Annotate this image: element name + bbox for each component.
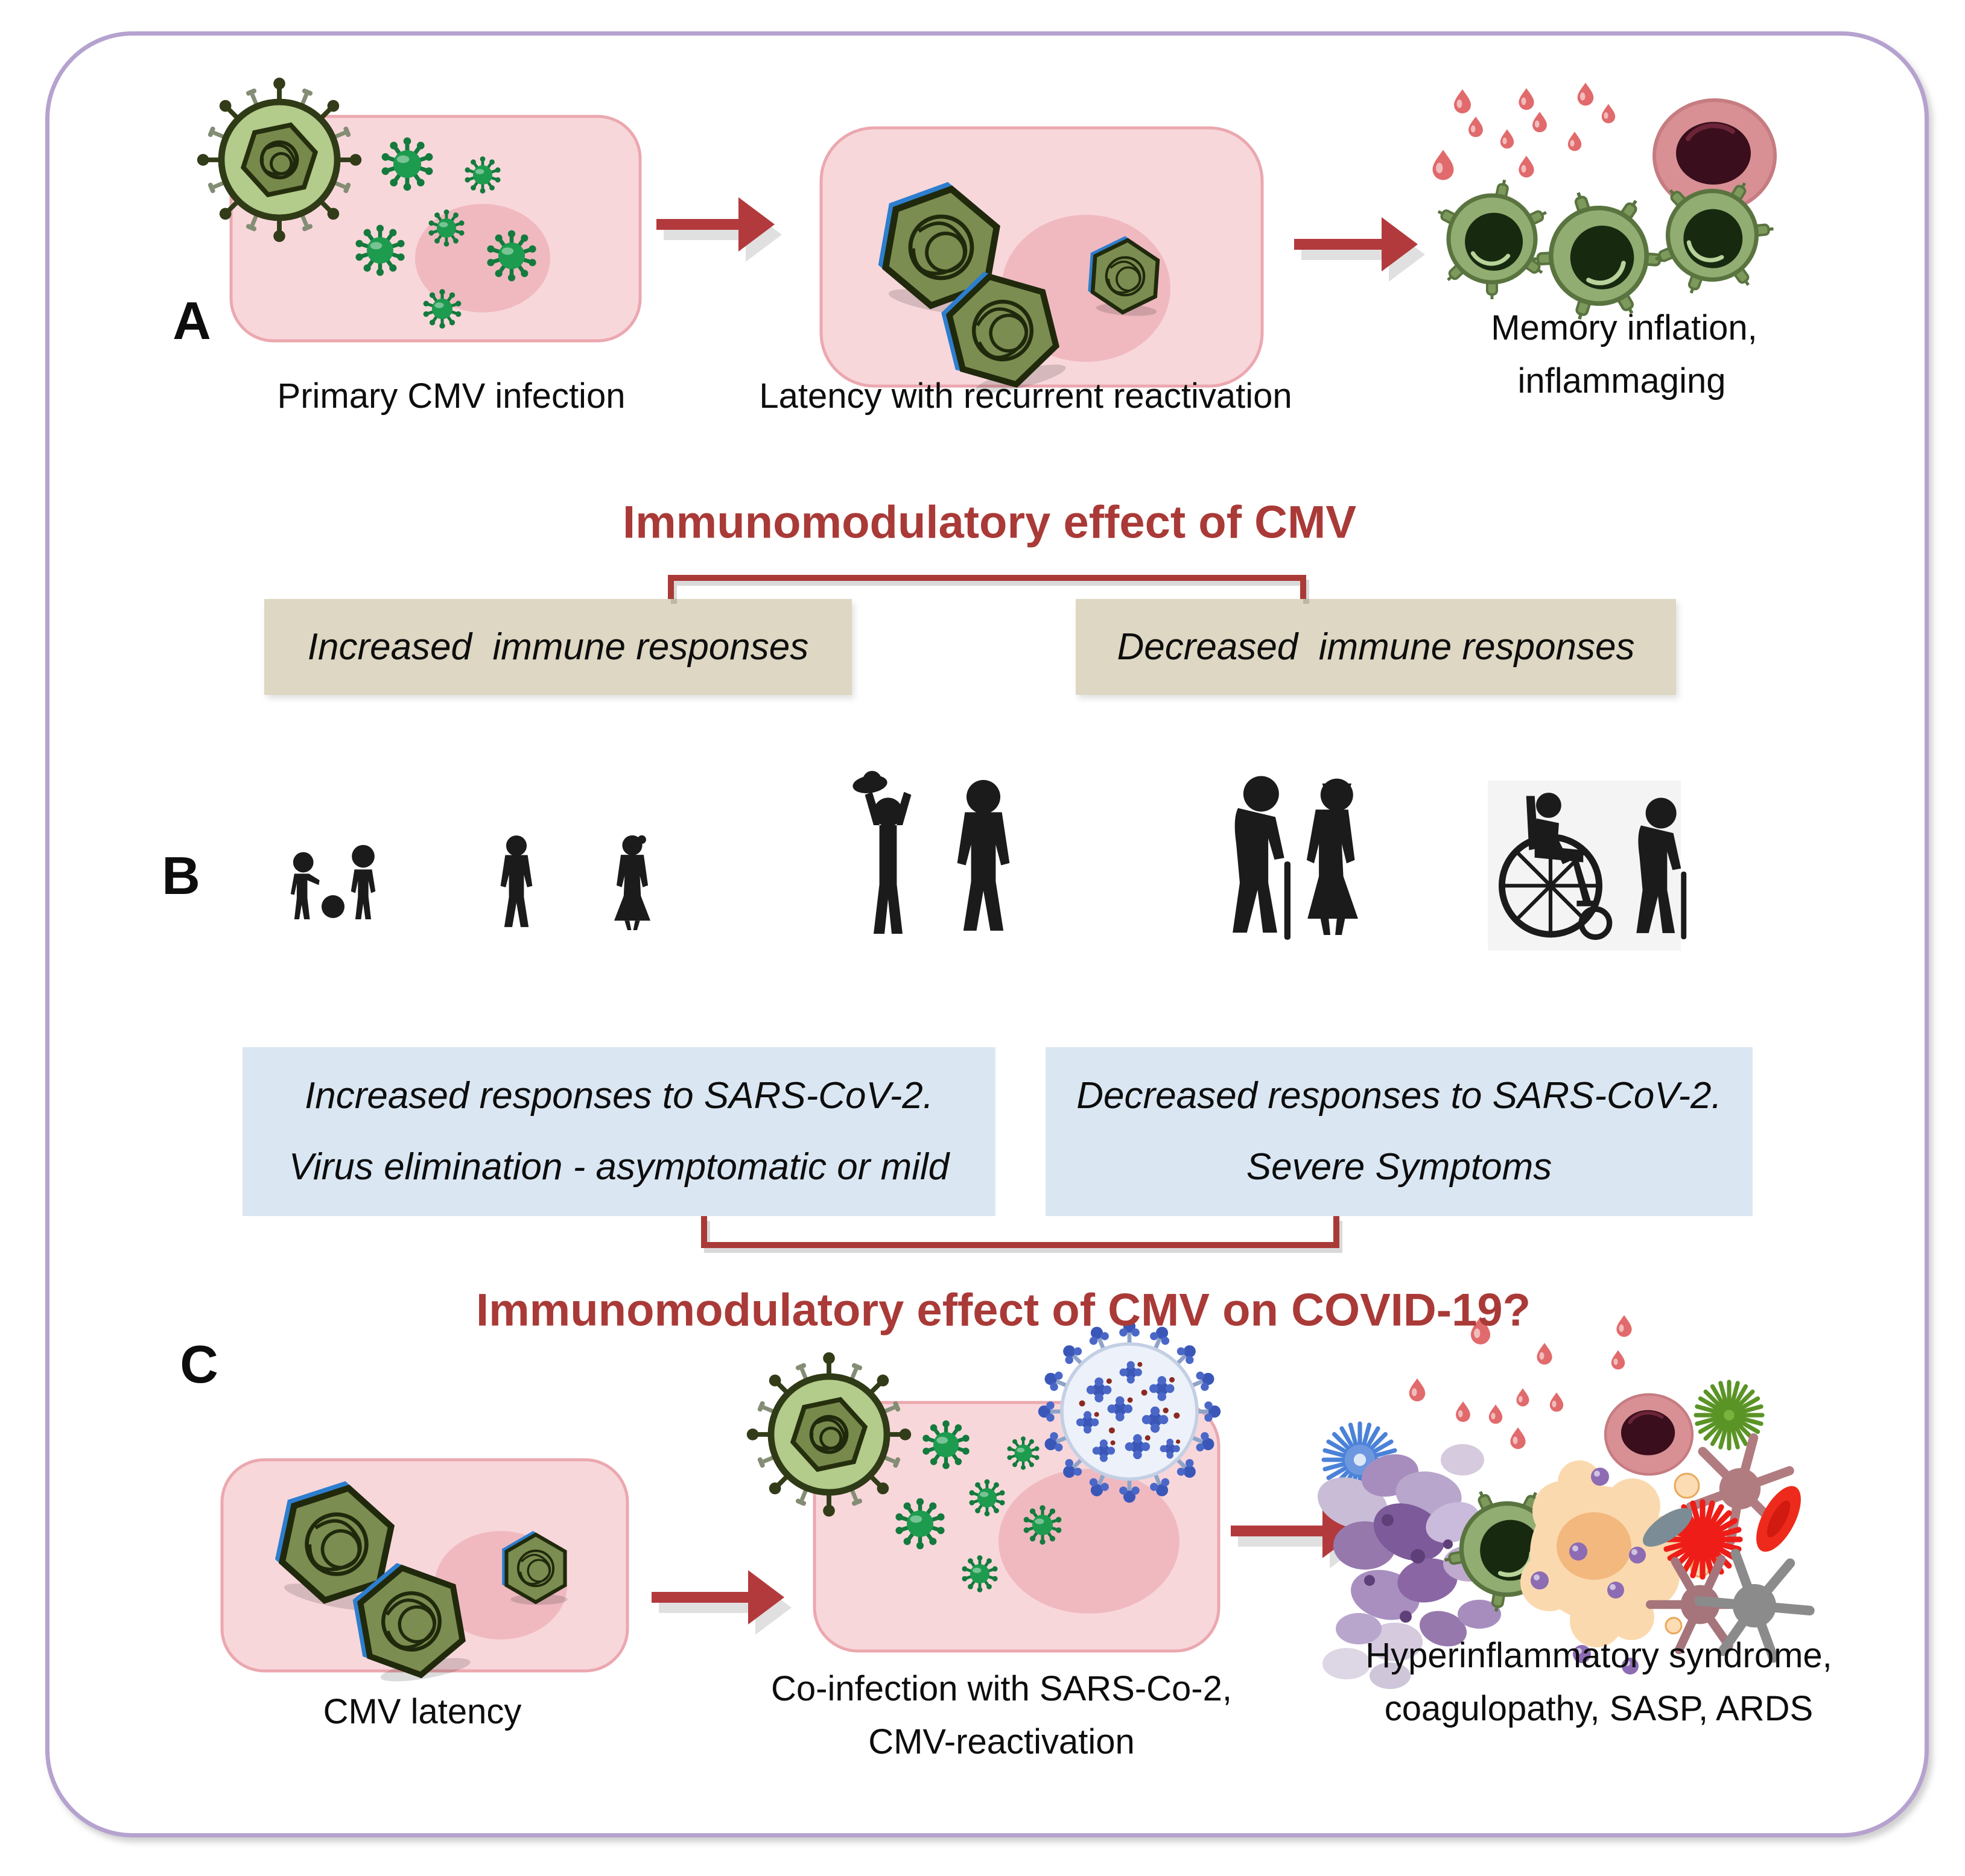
caption-outcome-line2: coagulopathy, SASP, ARDS [1384, 1689, 1814, 1729]
increased-sars-line2: Virus elimination - asymptomatic or mild [288, 1146, 950, 1188]
caption-cmv-latency: CMV latency [323, 1692, 522, 1732]
panel-b-label: B [162, 846, 200, 905]
covid-effect-title: Immunomodulatory effect of CMV on COVID-… [475, 1284, 1531, 1336]
decreased-sars-box: Decreased responses to SARS-CoV-2. Sever… [1046, 1047, 1753, 1216]
caption-coinfection-line1: Co-infection with SARS-Co-2, [771, 1669, 1232, 1709]
panel-c-label: C [180, 1334, 218, 1394]
decreased-immune-box: Decreased immune responses [1076, 599, 1676, 695]
panel-a-label: A [173, 291, 211, 350]
cmv-effect-title: Immunomodulatory effect of CMV [622, 496, 1357, 548]
decreased-sars-line1: Decreased responses to SARS-CoV-2. [1076, 1075, 1722, 1117]
caption-outcome-line1: Hyperinflammatory syndrome, [1365, 1636, 1832, 1676]
caption-primary-infection: Primary CMV infection [277, 376, 626, 416]
increased-sars-line1: Increased responses to SARS-CoV-2. [305, 1075, 933, 1117]
increased-immune-text: Increased immune responses [307, 626, 809, 668]
caption-memory-inflation-line1: Memory inflation, [1491, 308, 1757, 348]
decreased-immune-text: Decreased immune responses [1117, 626, 1635, 668]
caption-memory-inflation-line2: inflammaging [1517, 361, 1726, 401]
caption-latency-reactivation: Latency with recurrent reactivation [759, 376, 1292, 416]
increased-immune-box: Increased immune responses [264, 599, 852, 695]
caption-coinfection-line2: CMV-reactivation [868, 1722, 1135, 1762]
figure-frame [45, 31, 1929, 1837]
decreased-sars-line2: Severe Symptoms [1246, 1146, 1552, 1188]
increased-sars-box: Increased responses to SARS-CoV-2. Virus… [243, 1047, 995, 1216]
